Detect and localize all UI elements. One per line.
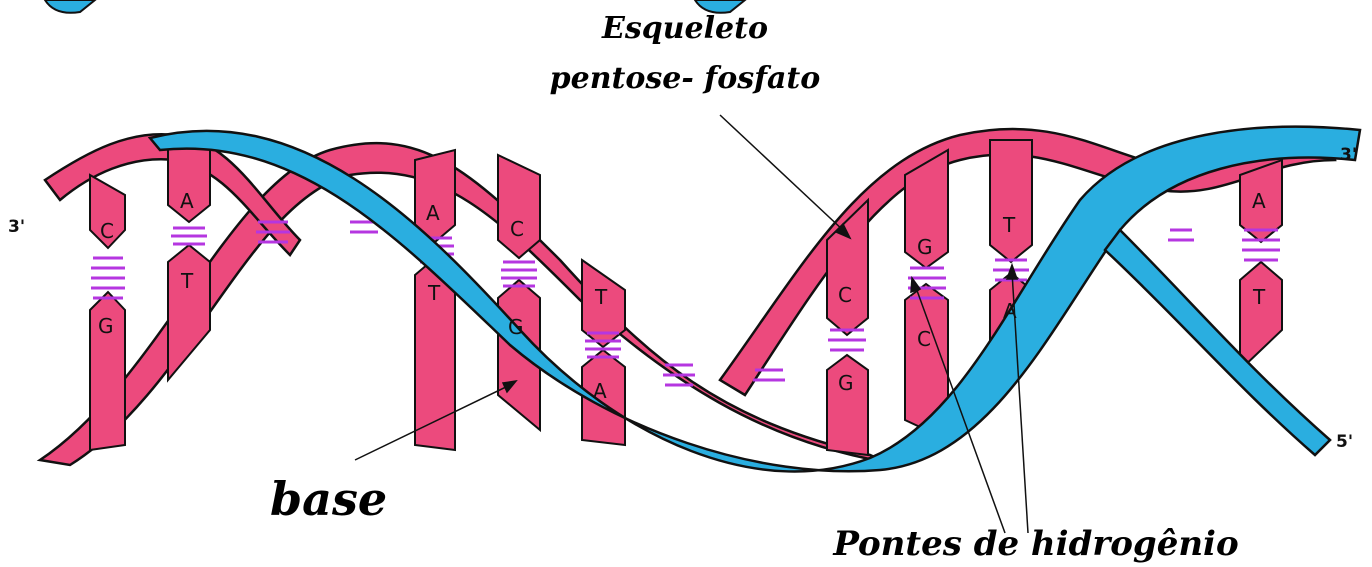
base-letter: C [510, 217, 524, 241]
base-letter: A [180, 189, 194, 213]
base-letter: G [838, 371, 854, 395]
base-letter: G [98, 314, 114, 338]
base-letter: C [838, 283, 852, 307]
base-letter: A [426, 201, 440, 225]
end-label-top-left: 3' [8, 217, 25, 237]
blue-strand [1105, 230, 1330, 455]
backbone-label-line1: Esqueleto [601, 11, 768, 46]
base-letter: A [1252, 189, 1266, 213]
backbone-label-line2: pentose- fosfato [550, 61, 821, 96]
base-letter: C [100, 219, 114, 243]
base-letter: A [593, 379, 607, 403]
base-letter: C [917, 327, 931, 351]
base-letter: T [427, 281, 441, 305]
end-label-bottom-right: 5' [1336, 432, 1353, 452]
pink-strand [40, 143, 885, 465]
base-label: base [270, 472, 387, 526]
end-label-top-right: 3' [1340, 145, 1357, 165]
hydrogen-bonds-label: Pontes de hidrogênio [832, 524, 1238, 564]
base-letter: T [180, 269, 194, 293]
base-letter: T [594, 285, 608, 309]
base-letter: T [1252, 285, 1266, 309]
base-letter: G [917, 235, 933, 259]
base-letter: G [508, 315, 524, 339]
base-letter: T [1002, 213, 1016, 237]
